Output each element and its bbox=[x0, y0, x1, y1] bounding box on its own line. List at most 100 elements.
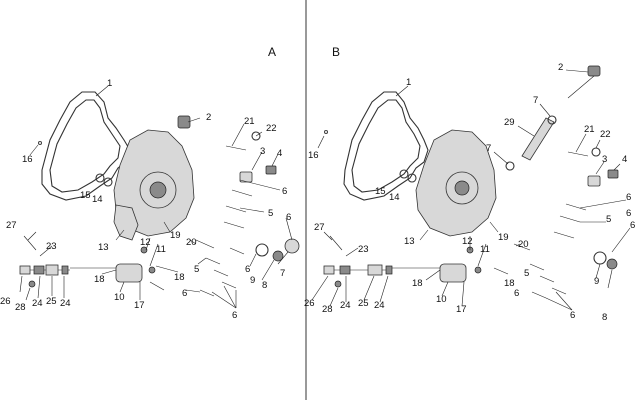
callout: 24 bbox=[340, 300, 351, 311]
pump-assembly-a bbox=[19, 235, 156, 288]
callout: 4 bbox=[277, 148, 282, 159]
panel-a-label: A bbox=[268, 45, 276, 59]
callout: 28 bbox=[15, 302, 26, 313]
callout: 22 bbox=[266, 123, 277, 134]
gasket-drawing bbox=[41, 91, 131, 201]
ring-7-top-drawing bbox=[547, 115, 557, 125]
callout: 25 bbox=[46, 296, 57, 307]
callout: 14 bbox=[92, 194, 103, 205]
callout: 26 bbox=[0, 296, 11, 307]
callout: 19 bbox=[170, 230, 181, 241]
callout: 6 bbox=[286, 212, 291, 223]
pin-16-drawing bbox=[38, 140, 43, 145]
callout: 22 bbox=[600, 129, 611, 140]
ring-14-drawing bbox=[103, 177, 113, 187]
callout: 23 bbox=[46, 241, 57, 252]
callouts-a: 1 2 21 22 3 4 16 15 14 6 5 6 13 12 11 19… bbox=[0, 78, 291, 321]
callout: 11 bbox=[480, 244, 490, 255]
callout: 25 bbox=[358, 298, 369, 309]
cover-lower-drawing bbox=[113, 204, 139, 241]
callout: 15 bbox=[80, 190, 91, 201]
callout: 14 bbox=[389, 192, 400, 203]
panel-b-label: B bbox=[332, 45, 340, 59]
callout: 11 bbox=[156, 244, 166, 255]
callout: 24 bbox=[374, 300, 385, 311]
callout: 20 bbox=[186, 237, 197, 248]
callout: 6 bbox=[626, 192, 631, 203]
leaders-a bbox=[19, 85, 293, 309]
callout: 28 bbox=[322, 304, 333, 315]
pin-16-drawing-b bbox=[323, 129, 328, 134]
callout: 13 bbox=[98, 242, 109, 253]
callout: 8 bbox=[262, 280, 267, 291]
callout: 23 bbox=[358, 244, 369, 255]
ring-15-drawing-b bbox=[399, 169, 409, 179]
callout: 6 bbox=[570, 310, 575, 321]
callout: 24 bbox=[32, 298, 43, 309]
part-9-drawing bbox=[255, 243, 269, 257]
callout: 17 bbox=[134, 300, 145, 311]
callout: 21 bbox=[244, 116, 255, 127]
plug-2-drawing bbox=[177, 115, 191, 129]
dipstick-cap-drawing bbox=[587, 65, 601, 77]
part-8-drawing bbox=[272, 250, 284, 262]
part-3-drawing bbox=[239, 171, 253, 183]
cover-hub-drawing-b bbox=[454, 180, 470, 196]
callout: 6 bbox=[514, 288, 519, 299]
callout: 26 bbox=[304, 298, 315, 309]
callout: 5 bbox=[268, 208, 273, 219]
callouts-b: 1 2 7 29 21 22 3 4 16 15 14 7 6 6 5 6 13… bbox=[304, 62, 635, 323]
ring-14-drawing-b bbox=[407, 173, 417, 183]
callout: 7 bbox=[486, 143, 491, 154]
part-26-drawing bbox=[19, 265, 31, 275]
callout: 6 bbox=[182, 288, 187, 299]
callout: 27 bbox=[6, 220, 17, 231]
callout: 3 bbox=[602, 154, 607, 165]
callout: 5 bbox=[524, 268, 529, 279]
callout: 18 bbox=[94, 274, 105, 285]
callout: 12 bbox=[462, 236, 473, 247]
callout: 6 bbox=[282, 186, 287, 197]
callout: 9 bbox=[250, 275, 255, 286]
gasket-drawing-b bbox=[343, 91, 429, 201]
callout: 7 bbox=[533, 95, 538, 106]
callout: 10 bbox=[436, 294, 447, 305]
panel-b: B bbox=[304, 45, 635, 323]
callout: 9 bbox=[594, 276, 599, 287]
part-24-drawing bbox=[33, 265, 45, 275]
dipstick-drawing bbox=[567, 75, 595, 99]
callout: 29 bbox=[504, 117, 515, 128]
ring-7-mid-drawing bbox=[505, 161, 515, 171]
callout: 21 bbox=[584, 124, 595, 135]
callout: 18 bbox=[504, 278, 515, 289]
callout: 2 bbox=[206, 112, 211, 123]
callout: 13 bbox=[404, 236, 415, 247]
callout: 3 bbox=[260, 146, 265, 157]
callout: 18 bbox=[412, 278, 423, 289]
callout: 10 bbox=[114, 292, 125, 303]
pump-10-drawing bbox=[115, 263, 143, 283]
pump-assembly-b bbox=[323, 235, 482, 288]
callout: 6 bbox=[626, 208, 631, 219]
callout: 7 bbox=[280, 268, 285, 279]
callout: 16 bbox=[308, 150, 319, 161]
ring-15-drawing bbox=[95, 173, 105, 183]
callout: 27 bbox=[314, 222, 325, 233]
callout: 16 bbox=[22, 154, 33, 165]
callout: 5 bbox=[194, 264, 199, 275]
callout: 20 bbox=[518, 239, 529, 250]
bolts-group-b bbox=[493, 147, 619, 299]
part-4-drawing bbox=[265, 165, 277, 175]
callout: 12 bbox=[140, 237, 151, 248]
callout: 5 bbox=[606, 214, 611, 225]
gasket-inner-drawing bbox=[49, 99, 121, 193]
callout: 17 bbox=[456, 304, 467, 315]
cover-hub-drawing bbox=[149, 181, 167, 199]
leaders-b bbox=[311, 69, 631, 311]
part-22-drawing bbox=[251, 131, 261, 141]
gasket-inner-drawing-b bbox=[351, 99, 421, 193]
callout: 19 bbox=[498, 232, 509, 243]
callout: 18 bbox=[174, 272, 185, 283]
callout: 1 bbox=[406, 77, 411, 88]
